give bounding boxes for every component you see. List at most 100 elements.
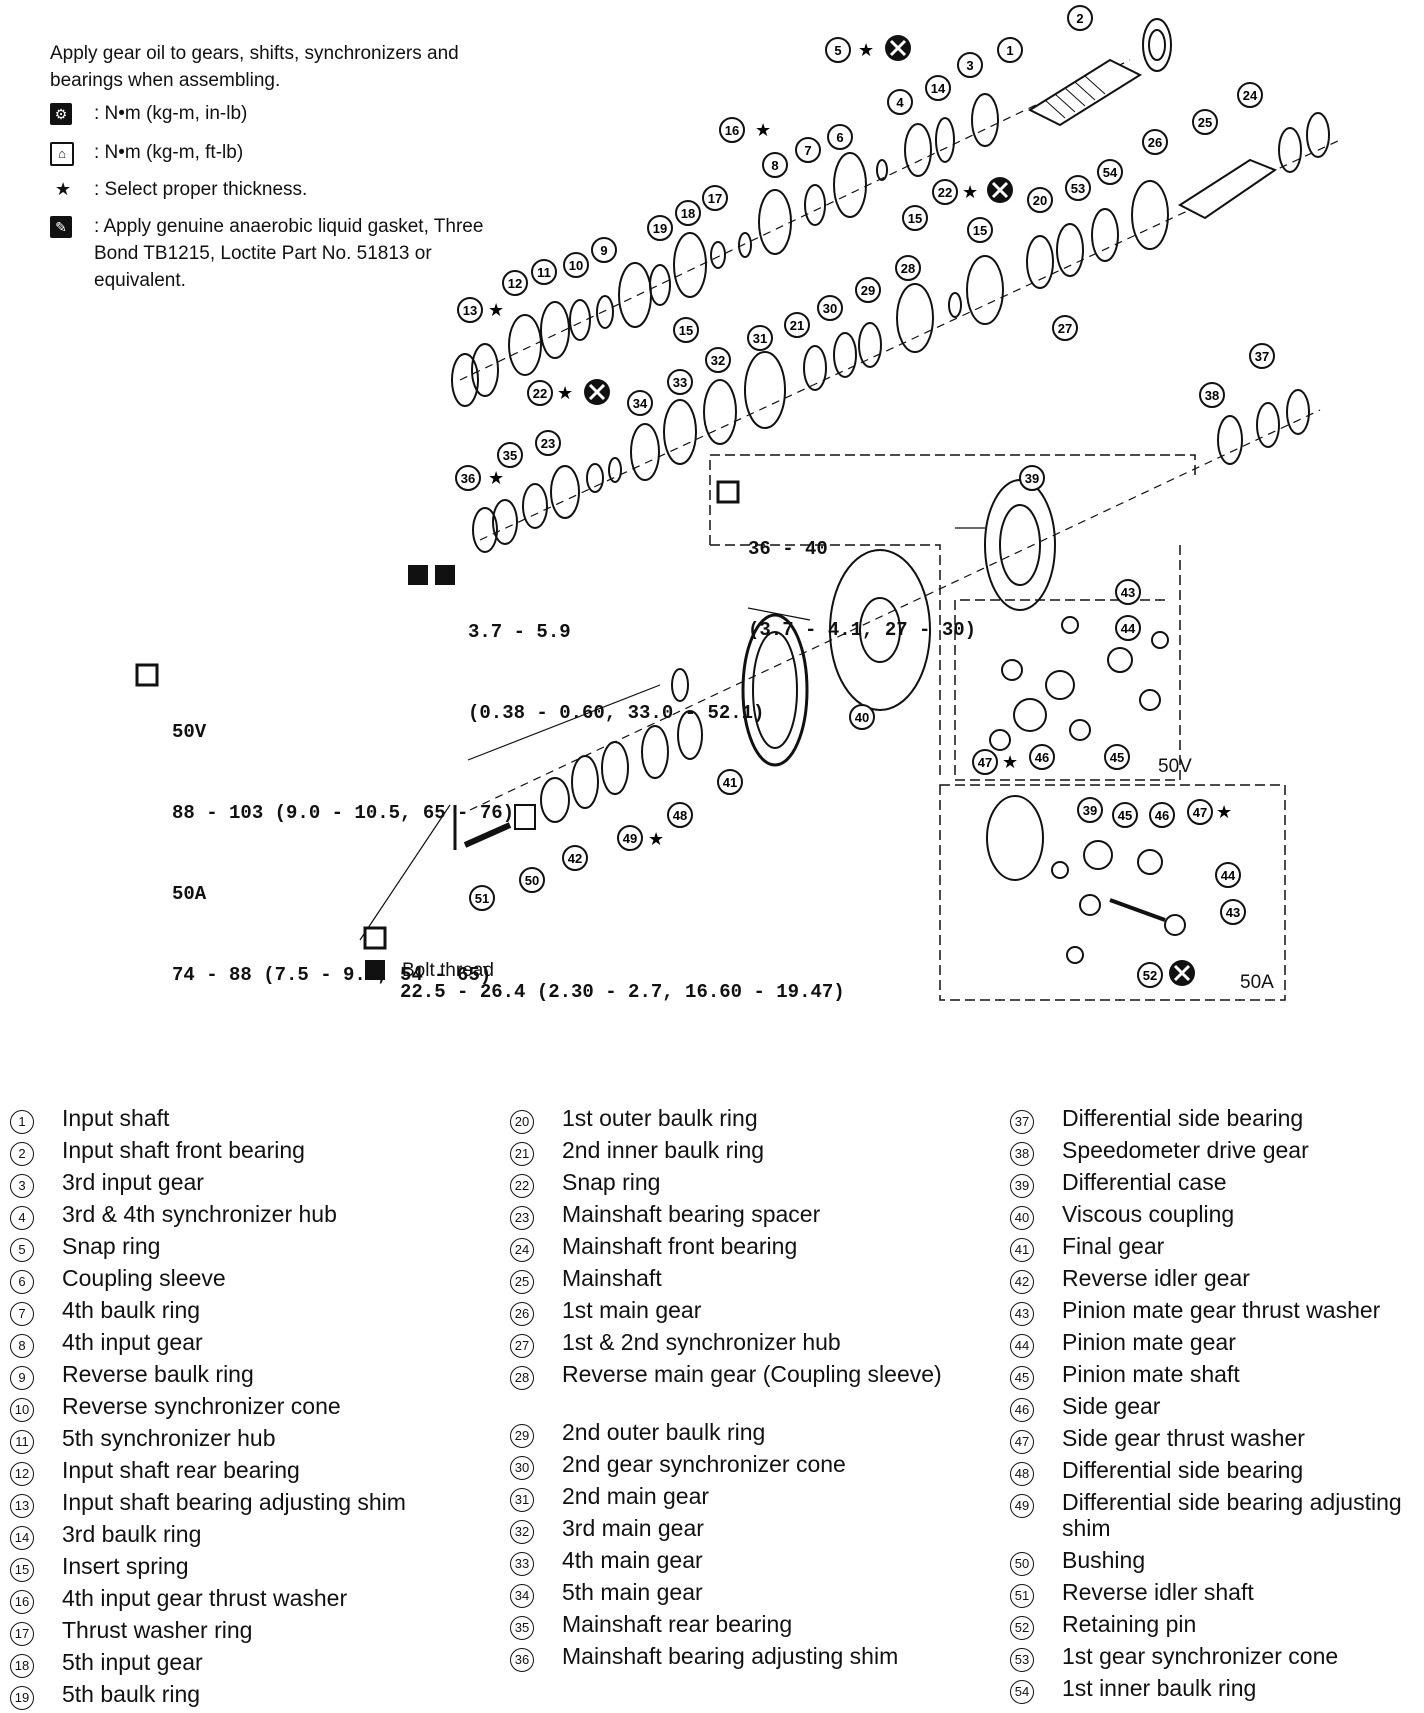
pinion-gear [671,668,689,702]
legend-text: Mainshaft bearing adjusting shim [562,1643,899,1669]
torque-wrench-icon [435,565,455,585]
svg-text:54: 54 [1103,165,1118,180]
mainshaft-front-bearing [1278,127,1302,173]
legend-number: 42 [1010,1270,1034,1294]
svg-text:40: 40 [855,710,869,725]
callout-16: 16 [719,117,745,143]
callout-53: 53 [1065,175,1091,201]
snap-ring-22b [608,457,622,483]
legend-number: 5 [10,1238,34,1262]
callout-labels: 1 2 3 4 5 6 7 8 9 10 11 12 13 14 15 15 1… [455,5,1275,988]
x-circle-icon [584,379,610,405]
legend-number: 47 [1010,1430,1034,1454]
legend-text: Reverse main gear (Coupling sleeve) [562,1361,942,1387]
svg-text:47: 47 [978,755,992,770]
svg-text:15: 15 [908,211,922,226]
snap-ring-5 [876,159,888,181]
legend-text: Viscous coupling [1062,1201,1235,1227]
callout-28: 28 [895,255,921,281]
4th-main-gear [663,399,697,465]
gasket-icon: ✎ [50,216,72,238]
callout-45b: 45 [1112,802,1138,828]
torque-spec-2-line2: (0.38 - 0.60, 33.0 - 52.1) [468,702,765,724]
legend-text: Mainshaft [562,1265,662,1291]
3rd-input-gear [971,93,999,147]
legend-number: 24 [510,1238,534,1262]
svg-text:48: 48 [673,808,687,823]
torque-spec-3-line4: 74 - 88 (7.5 - 9.0, 54 - 65) [172,964,492,986]
legend-number: 12 [10,1462,34,1486]
svg-text:43: 43 [1121,585,1135,600]
4th-baulk-ring [804,184,826,226]
callout-24: 24 [1237,82,1263,108]
legend-number: 53 [1010,1648,1034,1672]
svg-text:32: 32 [711,353,725,368]
note-intro: Apply gear oil to gears, shifts, synchro… [50,43,459,91]
2nd-main-gear [744,351,786,429]
legend-number: 54 [1010,1680,1034,1704]
pinion-mate-shaft-50a [1109,898,1166,922]
torque-spec-3: 50V 88 - 103 (9.0 - 10.5, 65 - 76) 50A 7… [172,665,514,1016]
torque-box-1 [709,454,1196,545]
diff-side-bearing-37 [1256,402,1280,448]
torque-spec-4: 22.5 - 26.4 (2.30 - 2.7, 16.60 - 19.47) [400,925,845,1033]
2nd-outer-baulk [858,322,882,368]
legend-text: Bushing [1062,1547,1146,1573]
legend-text: Differential side bearing [1062,1105,1304,1131]
callout-15c: 15 [673,317,699,343]
legend-number: 45 [1010,1366,1034,1390]
callout-47a: 47 [972,749,998,775]
svg-text:33: 33 [673,375,687,390]
note-torque-a-text: : N•m (kg-m, in-lb) [94,103,248,124]
legend-number: 31 [510,1488,534,1512]
legend-number: 4 [10,1206,34,1230]
callout-52: 52 [1137,962,1163,988]
svg-text:3: 3 [966,58,973,73]
legend-text: Reverse synchronizer cone [62,1393,341,1419]
callout-41: 41 [717,769,743,795]
callout-51: 51 [469,885,495,911]
svg-text:8: 8 [771,158,778,173]
legend-text: 1st & 2nd synchronizer hub [562,1329,841,1355]
callout-35: 35 [497,442,523,468]
svg-text:11: 11 [537,265,551,280]
legend-number: 25 [510,1270,534,1294]
2nd-sync-cone [833,332,857,378]
legend-number: 32 [510,1520,534,1544]
callout-31: 31 [747,325,773,351]
svg-text:28: 28 [901,261,915,276]
legend-number: 41 [1010,1238,1034,1262]
legend-text: 4th input gear [62,1329,203,1355]
legend-text: Input shaft bearing adjusting shim [62,1489,406,1515]
legend-number: 3 [10,1174,34,1198]
svg-text:43: 43 [1226,905,1240,920]
torque-spec-1-line1: 36 - 40 [748,538,828,560]
svg-text:22: 22 [533,386,547,401]
star-icon: ★ [1002,752,1018,773]
legend-number: 36 [510,1648,534,1672]
legend-text: Reverse baulk ring [62,1361,254,1387]
svg-text:26: 26 [1148,135,1162,150]
legend-text: Pinion mate shaft [1062,1361,1240,1387]
callout-18: 18 [675,200,701,226]
star-icon: ★ [648,829,664,850]
legend-number: 33 [510,1552,534,1576]
1st-gear-sync-cone [1056,223,1084,277]
